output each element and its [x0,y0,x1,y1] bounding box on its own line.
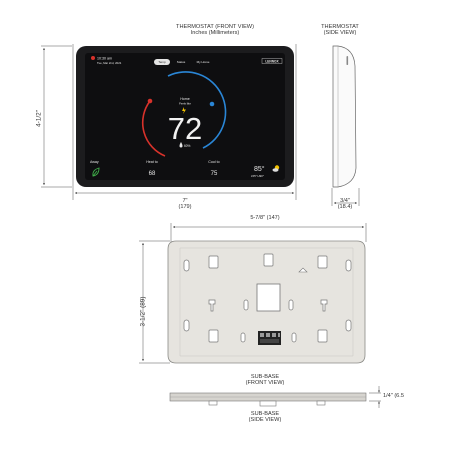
front-width-dimension: 7" (179) [155,198,215,211]
mounting-tabs [208,253,328,343]
current-temperature: 72 [168,111,202,146]
thermostat-front: 10:30 am Tue, Mar 2nd, 2021 Temp Status … [76,46,294,187]
heat-setpoint-dot[interactable] [147,98,153,104]
side-depth-dimension: 3/4" (18.4) [325,198,365,211]
away-label[interactable]: Away [90,160,99,164]
side-profile [332,45,357,188]
keyhole-slots [208,299,328,312]
sub-base-side [169,386,381,408]
side-slot [346,56,349,65]
sub-base-side-label-line1: SUB-BASE [250,411,280,417]
cool-setpoint-dot[interactable] [209,101,215,107]
side-view-title-line1: THERMOSTAT [321,24,359,30]
cool-arc [167,71,227,149]
sub-base-side-label: SUB-BASE (SIDE VIEW) [225,411,305,424]
side-depth-in: 3/4" [340,198,350,204]
screen-date: Tue, Mar 2nd, 2021 [97,61,122,65]
brand-logo-box [261,58,283,64]
cool-to-value[interactable]: 75 [211,171,218,177]
sub-base-side-label-line2: (SIDE VIEW) [248,417,282,424]
weather-icon [272,165,280,172]
front-view-title-line2: Inches (Millimeters) [190,30,240,37]
sub-base-front-label: SUB-BASE (FRONT VIEW) [225,374,305,387]
level-mark [298,267,308,273]
outdoor-range: L55° H90° [251,174,264,178]
sub-base-front-label-line1: SUB-BASE [250,374,280,380]
thermostat-screen [85,53,285,180]
leaf-icon[interactable] [92,167,100,177]
humidity-icon [179,142,183,148]
cool-to-label: Cool to [208,160,219,164]
sub-base-thickness-dimension: 1/4" (6.5 [383,393,404,399]
lightning-icon [182,107,186,114]
front-view-title-line1: THERMOSTAT (FRONT VIEW) [176,24,254,30]
outdoor-temperature: 85° [254,165,265,173]
side-depth-mm: (18.4) [337,204,353,211]
tab-temp-bg[interactable] [154,59,170,65]
front-dimension-lines [41,44,297,200]
terminal-block [258,331,281,345]
tab-my-home[interactable]: My Home [197,60,210,64]
front-view-title: THERMOSTAT (FRONT VIEW) Inches (Millimet… [140,24,290,37]
front-width-mm: (179) [178,204,192,211]
side-view-title: THERMOSTAT (SIDE VIEW) [310,24,370,37]
tab-temp[interactable]: Temp [158,60,166,64]
mode-label: Home [180,97,190,101]
heat-to-value[interactable]: 68 [149,171,156,177]
tab-status[interactable]: Status [177,60,186,64]
mounting-slots [183,259,352,343]
sub-base-dimension-lines [139,223,367,364]
side-view-title-line2: (SIDE VIEW) [323,30,357,37]
heat-arc [141,100,166,157]
screen-time: 10:30 am [97,57,112,61]
sub-base-front [167,240,366,364]
alert-icon [91,56,95,60]
heat-to-label: Heat to [146,160,158,164]
sub-base-front-label-line2: (FRONT VIEW) [245,380,285,387]
front-width-in: 7" [182,198,188,204]
feels-like-label: Feels like [179,102,191,106]
wire-opening [256,283,281,312]
sub-base-width-dimension: 5-7/8" (147) [250,215,280,221]
brand-logo: LENNOX [265,59,279,63]
humidity-value: 60% [184,144,191,148]
thermostat-side [331,45,360,206]
